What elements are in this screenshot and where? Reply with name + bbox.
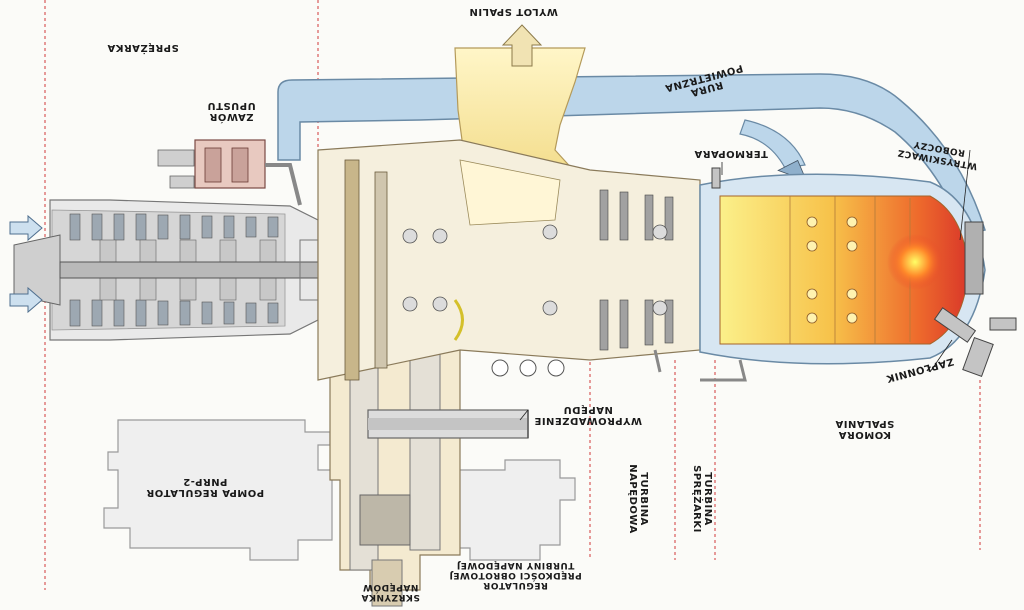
compressor-blades — [69, 213, 279, 327]
combustion-chamber — [653, 167, 1017, 382]
exhaust-arrow-up — [501, 24, 543, 67]
label-gearbox: SKRZYNKA NAPĘDÓW — [360, 582, 420, 602]
label-bleed-valve: ZAWÓR UPUSTU — [206, 100, 256, 122]
label-power-output: WYPROWADZENIE NAPĘDU — [534, 404, 642, 426]
flame — [887, 234, 943, 290]
label-compressor: SPRĘŻARKA — [107, 42, 179, 53]
dilution-holes — [806, 216, 858, 324]
intake-arrows — [9, 214, 43, 314]
leader-lines — [519, 149, 971, 421]
label-speed-regulator: REGULATOR PRĘDKOŚCI OBROTOWEJ TURBINY NA… — [448, 560, 582, 590]
injector-body — [964, 221, 984, 295]
bleed-valve — [157, 139, 302, 206]
thermocouple-probe — [711, 167, 721, 189]
label-thermocouple: TERMOPARA — [694, 148, 768, 159]
turbine-section — [317, 139, 701, 381]
label-exhaust: WYLOT SPALIN — [468, 6, 558, 17]
label-igniter: ZAPŁONNIK — [884, 355, 956, 384]
intake-arrow — [9, 286, 43, 314]
intake-arrow — [9, 214, 43, 242]
label-pump-regulator: POMPA REGULATOR PNRP-2 — [145, 476, 265, 498]
turbine-blades — [599, 189, 674, 351]
lube-ports — [491, 359, 565, 377]
label-injector: WTRYSKIWACZ ROBOCZY — [896, 138, 978, 171]
speed-regulator-housing — [454, 459, 576, 561]
label-power-turbine: TURBINA NAPĘDOWA — [627, 464, 649, 534]
igniter-assembly — [933, 307, 1017, 378]
label-air-duct: RURA POWIETRZNA — [663, 61, 744, 98]
bearing-circles — [402, 224, 668, 316]
label-compressor-turbine: TURBINA SPRĘŻARKI — [691, 465, 713, 533]
power-output-shaft — [367, 409, 529, 439]
label-combustion-chamber: KOMORA SPALANIA — [835, 418, 895, 440]
